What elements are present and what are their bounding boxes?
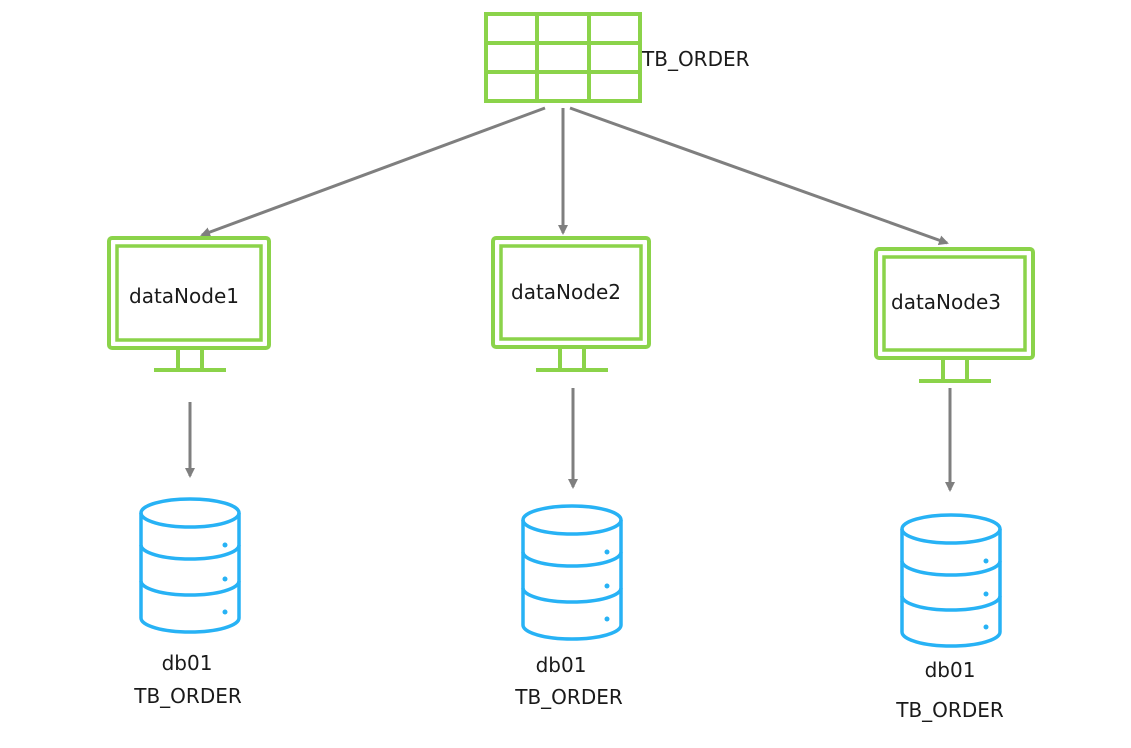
arrow-to-datanode1 <box>200 106 546 237</box>
database-table-label: TB_ORDER <box>896 698 1004 722</box>
database-table-label: TB_ORDER <box>134 684 242 708</box>
table-to-node-arrows <box>200 106 949 246</box>
node-label-datanode2: dataNode2 <box>511 280 621 304</box>
database-icon <box>139 497 241 634</box>
table-grid-icon <box>484 12 642 103</box>
monitor-icon <box>491 236 651 372</box>
node-to-database-arrows <box>185 388 955 492</box>
table-label: TB_ORDER <box>642 47 750 71</box>
node-label-datanode3: dataNode3 <box>891 290 1001 314</box>
database-table-label: TB_ORDER <box>515 685 623 709</box>
node-label-datanode1: dataNode1 <box>129 284 239 308</box>
monitor-icon <box>874 247 1035 383</box>
database-icon <box>900 513 1002 648</box>
database-name-label: db01 <box>924 658 976 682</box>
database-icon <box>521 504 623 641</box>
database-name-label: db01 <box>535 653 587 677</box>
monitor-icon <box>107 236 271 372</box>
arrow-to-datanode3 <box>569 106 949 246</box>
database-name-label: db01 <box>161 651 213 675</box>
